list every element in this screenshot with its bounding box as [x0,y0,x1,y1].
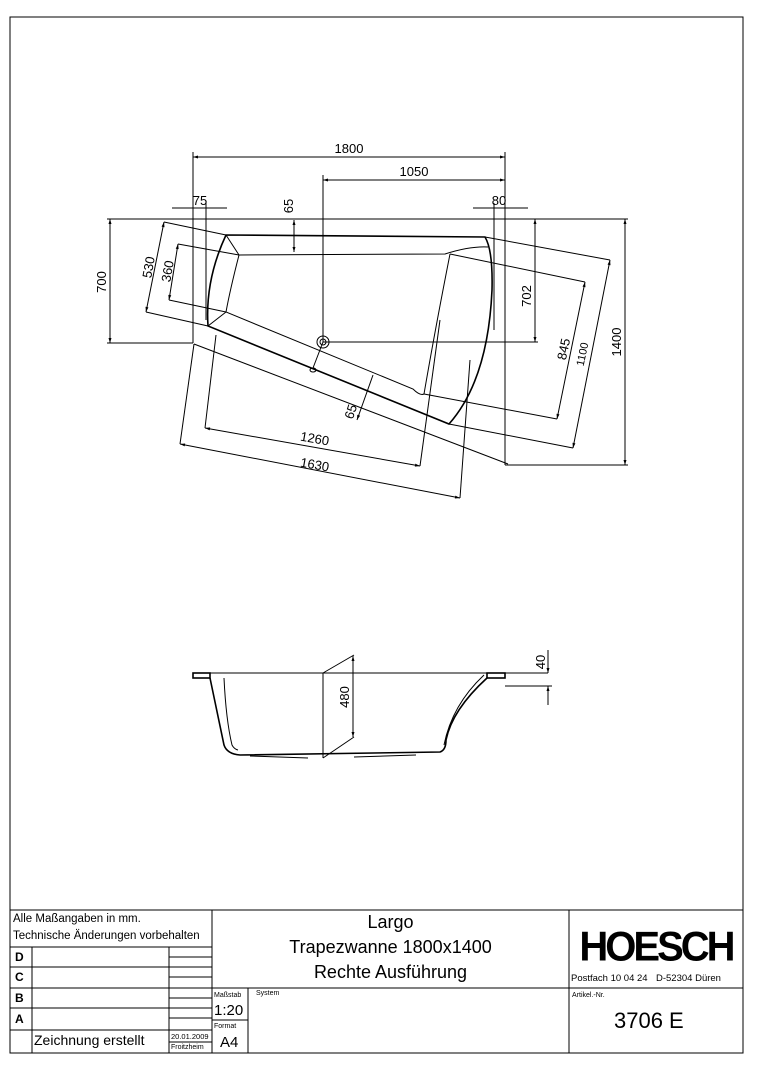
note-changes: Technische Änderungen vorbehalten [13,930,200,942]
product-type: Trapezwanne 1800x1400 [289,937,492,957]
created-label: Zeichnung erstellt [34,1032,145,1048]
revision-b: B [15,991,24,1005]
top-view [107,152,628,499]
drain-symbol [316,335,330,349]
scale-value: 1:20 [214,1002,244,1019]
product-variant: Rechte Ausführung [313,962,468,982]
hoesch-logo: HOESCH [579,923,735,971]
dim-1630: 1630 [299,455,330,475]
dim-700: 700 [94,271,109,293]
dim-1100: 1100 [575,342,592,368]
product-name: Largo [367,912,414,932]
title-block-grid [10,909,743,1053]
dim-480: 480 [337,686,352,708]
scale-label: Maßstab [214,992,242,999]
revision-a: A [15,1012,24,1026]
system-label: System [256,990,280,997]
revision-c: C [15,970,24,984]
side-view: 480 40 [192,650,552,759]
format-label: Format [214,1023,237,1030]
page-frame [9,16,744,1054]
dim-1400: 1400 [609,328,624,357]
overflow-symbol [309,367,317,373]
created-by: Froitzheim [171,1044,204,1051]
dim-1260: 1260 [299,429,330,449]
dim-845: 845 [554,337,573,361]
top-view-dimension-labels: 1800 1050 75 80 65 700 530 360 702 845 1… [94,141,624,474]
dim-530: 530 [139,255,158,279]
dim-702: 702 [519,285,534,307]
created-date: 20.01.2009 [171,1032,209,1041]
dim-1050: 1050 [400,164,429,179]
format-value: A4 [220,1034,239,1051]
article-number: 3706 E [614,1008,684,1033]
article-label: Artikel.-Nr. [572,992,605,999]
note-units: Alle Maßangaben in mm. [13,913,141,925]
dim-1800: 1800 [335,141,364,156]
dim-40: 40 [533,655,548,669]
dim-65-front: 65 [341,402,360,420]
revision-d: D [15,950,24,964]
company-city: D-52304 Düren [656,973,721,984]
dim-65-top: 65 [281,199,296,213]
dim-75: 75 [193,193,207,208]
dim-360: 360 [158,259,177,283]
company-address: Postfach 10 04 24 [571,973,648,984]
dim-80: 80 [492,193,506,208]
